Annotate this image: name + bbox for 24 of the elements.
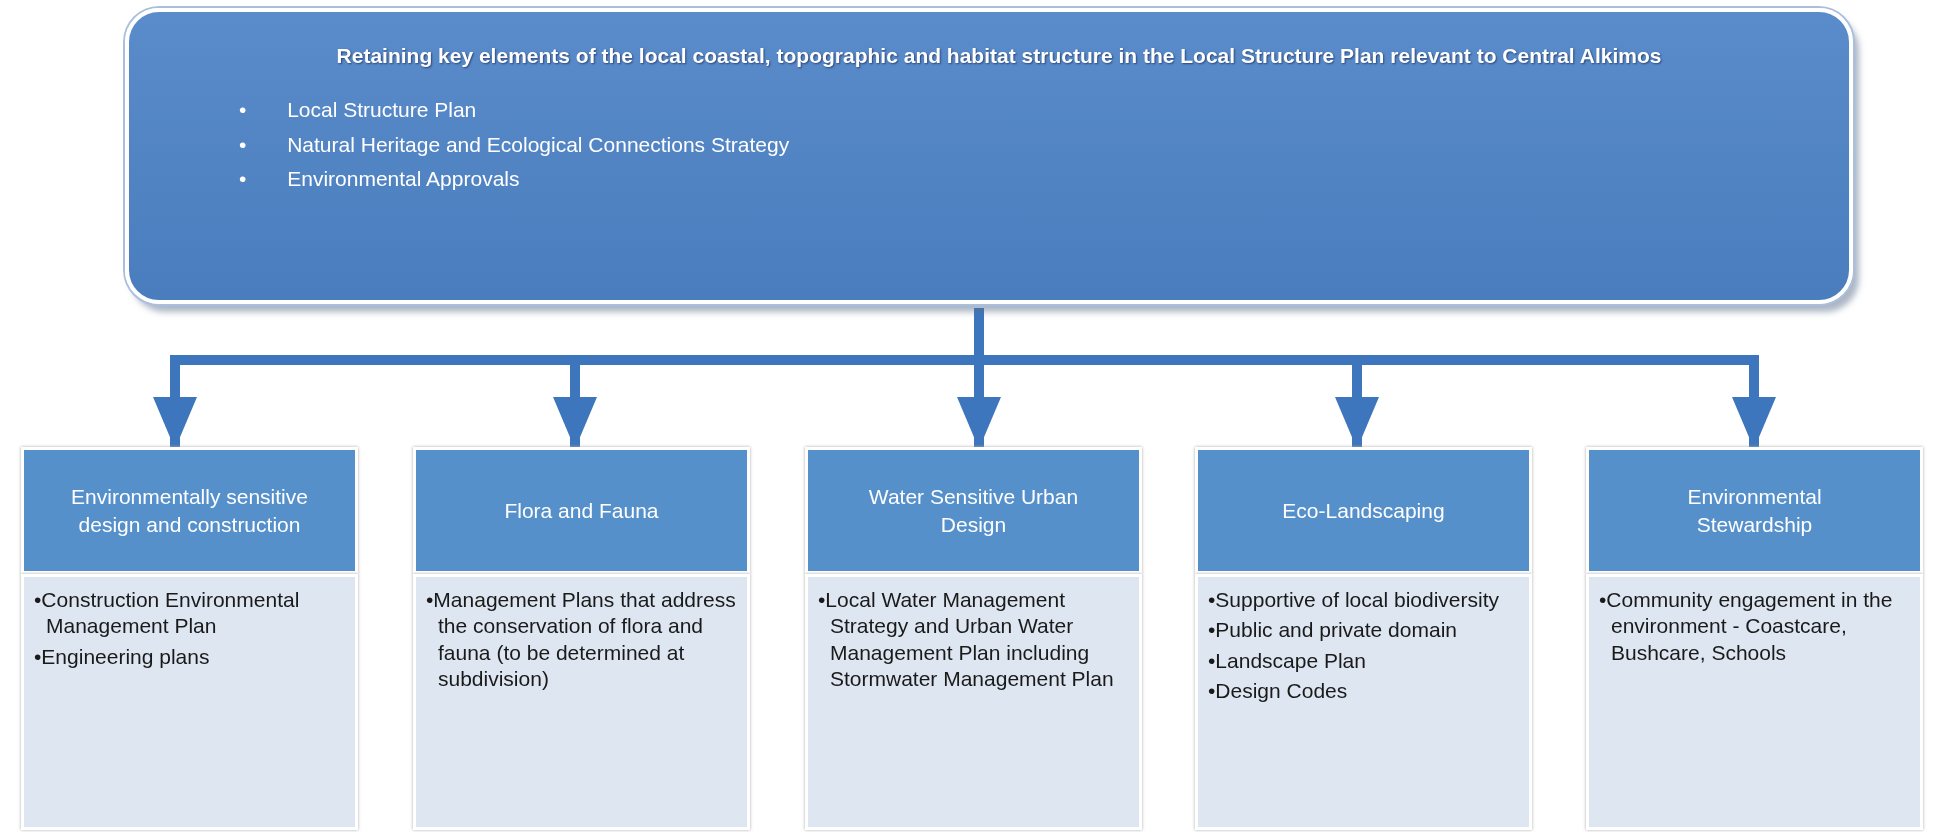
bullet-item: •Local Water Management Strategy and Urban Water Management Plan including Stormwater Management Plan	[818, 587, 1115, 692]
bullet-item: •Landscape Plan	[1208, 647, 1367, 674]
category-header: Environmentally sensitive design and construction	[21, 447, 358, 574]
category-header: Eco-Landscaping	[1195, 447, 1532, 574]
category-header: Flora and Fauna	[413, 447, 750, 574]
bullet-item: • Environmental Approvals	[239, 165, 521, 192]
bullet-item: • Local Structure Plan	[239, 97, 478, 124]
details-panel	[805, 574, 1142, 830]
details-panel	[21, 574, 358, 830]
details-panel	[1195, 574, 1532, 830]
bullet-item: •Public and private domain	[1208, 617, 1458, 644]
bullet-item: •Supportive of local biodiversity	[1208, 587, 1500, 613]
bullet-item: • Natural Heritage and Ecological Connections Strategy	[239, 131, 791, 158]
banner-heading: Retaining key elements of the local coastal, topographic and habitat structure in the Local Structure Plan relevant to Central Alkimos	[335, 43, 1663, 69]
bullet-item: •Engineering plans	[34, 643, 211, 670]
details-panel	[1586, 574, 1923, 830]
bullet-item: •Management Plans that address the conservation of flora and fauna (to be determined at subdivision)	[426, 587, 737, 692]
bullet-item: •Construction Environmental Management Plan	[34, 587, 301, 640]
goal-banner	[125, 8, 1853, 304]
category-header: Environmental Stewardship	[1586, 447, 1923, 574]
bullet-item: •Design Codes	[1208, 677, 1349, 704]
bullet-item: •Community engagement in the environment - Coastcare, Bushcare, Schools	[1599, 587, 1894, 666]
category-header: Water Sensitive Urban Design	[805, 447, 1142, 574]
details-panel	[413, 574, 750, 830]
